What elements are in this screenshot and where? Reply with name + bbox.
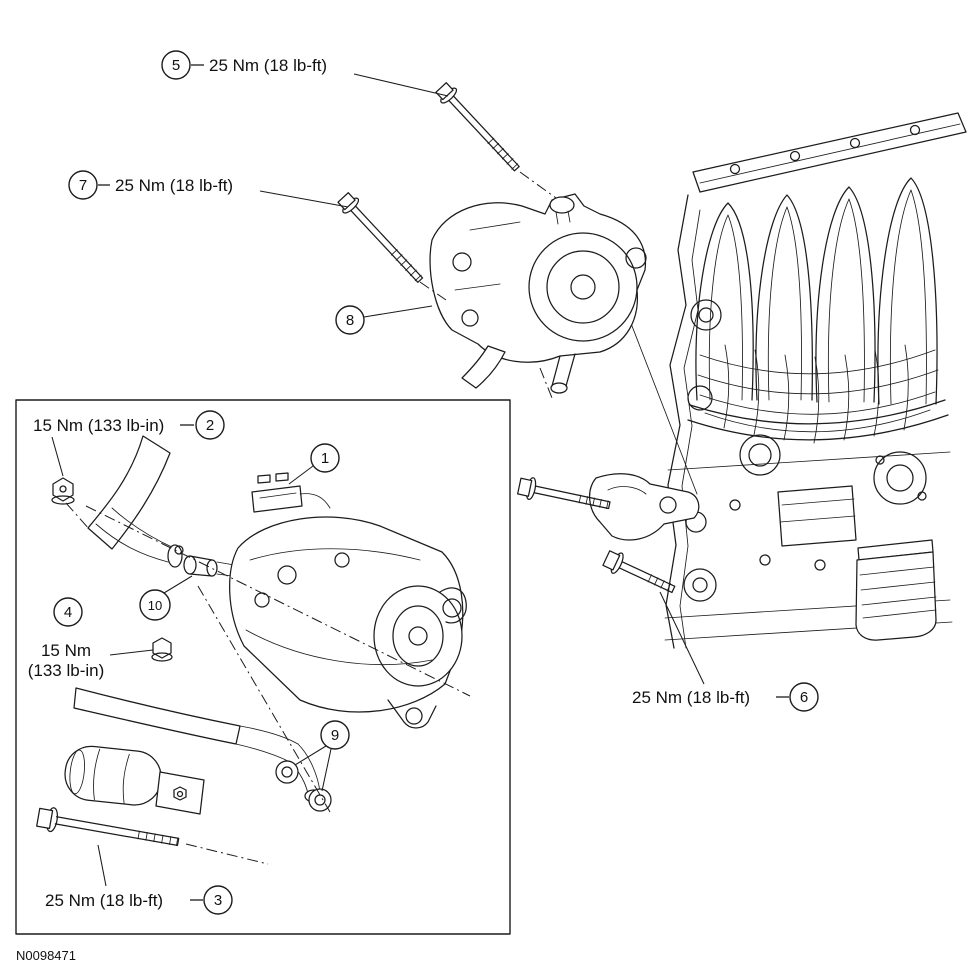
callout-8-circle <box>335 305 365 335</box>
callout-4-number: 4 <box>64 604 72 621</box>
callout-1-leader <box>288 465 314 485</box>
callout-2-number: 2 <box>206 417 214 434</box>
callout-6: 25 Nm (18 lb-ft) 6 <box>632 591 819 712</box>
callout-9-circle <box>320 720 350 750</box>
bracket-art <box>589 473 700 541</box>
upper-hose-art <box>87 435 171 550</box>
callout-3-leader <box>97 844 107 887</box>
bolt-6b-art <box>602 550 676 594</box>
bolt-7-art <box>337 192 424 283</box>
callout-10-number: 10 <box>148 598 162 613</box>
callout-6-number: 6 <box>800 689 808 706</box>
nut-4-art <box>151 637 173 662</box>
bolt-5-art <box>435 82 520 172</box>
compressor-assembly-art <box>36 435 471 865</box>
engine-assembly-art <box>597 112 967 649</box>
torque-label-6: 25 Nm (18 lb-ft) <box>632 688 750 707</box>
callout-9: 9 <box>294 720 350 792</box>
figure-id: N0098471 <box>16 948 76 963</box>
manifold-lattice <box>697 344 939 444</box>
callout-7-leader <box>259 190 349 208</box>
callout-2-leader <box>51 436 64 477</box>
callout-5-leader <box>353 73 449 97</box>
lower-tube-art <box>64 687 324 815</box>
callout-3-circle <box>203 885 233 915</box>
callout-5: 5 25 Nm (18 lb-ft) <box>161 50 449 97</box>
callout-8-leader <box>363 305 433 318</box>
torque-label-4-line2: (133 lb-in) <box>28 661 105 680</box>
oring-9a-art <box>275 760 299 784</box>
callout-4-circle <box>53 597 83 627</box>
callout-4-leader <box>109 649 154 656</box>
inset-box <box>15 399 511 935</box>
oring-9b-art <box>308 788 332 812</box>
nut-2-art <box>51 477 75 505</box>
callout-4: 4 15 Nm (133 lb-in) <box>28 597 154 680</box>
connector-1-art <box>251 472 331 513</box>
callout-1-circle <box>310 443 340 473</box>
torque-label-4-line1: 15 Nm <box>41 641 91 660</box>
callout-8-number: 8 <box>346 312 354 329</box>
callout-2: 15 Nm (133 lb-in) 2 <box>33 410 225 477</box>
callout-5-number: 5 <box>172 57 180 74</box>
oil-filter-art <box>855 539 937 641</box>
torque-label-5: 25 Nm (18 lb-ft) <box>209 56 327 75</box>
callout-5-circle <box>161 50 191 80</box>
callout-10-circle <box>139 589 171 621</box>
callout-3-number: 3 <box>214 892 222 909</box>
callout-7-circle <box>68 170 98 200</box>
callout-1-number: 1 <box>321 450 329 467</box>
callout-9-leader-a <box>294 745 327 766</box>
callout-8: 8 <box>335 305 433 335</box>
callout-9-leader-b <box>321 748 332 792</box>
fitting-10-art <box>174 545 241 578</box>
torque-label-2: 15 Nm (133 lb-in) <box>33 416 164 435</box>
callout-10-leader <box>163 575 193 594</box>
callout-1: 1 <box>288 443 340 485</box>
callout-6-circle <box>789 682 819 712</box>
callout-7-number: 7 <box>79 177 87 194</box>
callout-6-leader <box>659 591 705 685</box>
callout-7: 7 25 Nm (18 lb-ft) <box>68 170 349 208</box>
torque-label-7: 25 Nm (18 lb-ft) <box>115 176 233 195</box>
callout-9-number: 9 <box>331 727 339 744</box>
pump-art <box>429 193 647 399</box>
callout-3: 25 Nm (18 lb-ft) 3 <box>45 844 233 915</box>
bolt-6a-art <box>517 477 611 510</box>
callout-2-circle <box>195 410 225 440</box>
torque-label-3: 25 Nm (18 lb-ft) <box>45 891 163 910</box>
callout-10: 10 <box>139 575 193 621</box>
bolt-3-art <box>36 807 180 847</box>
